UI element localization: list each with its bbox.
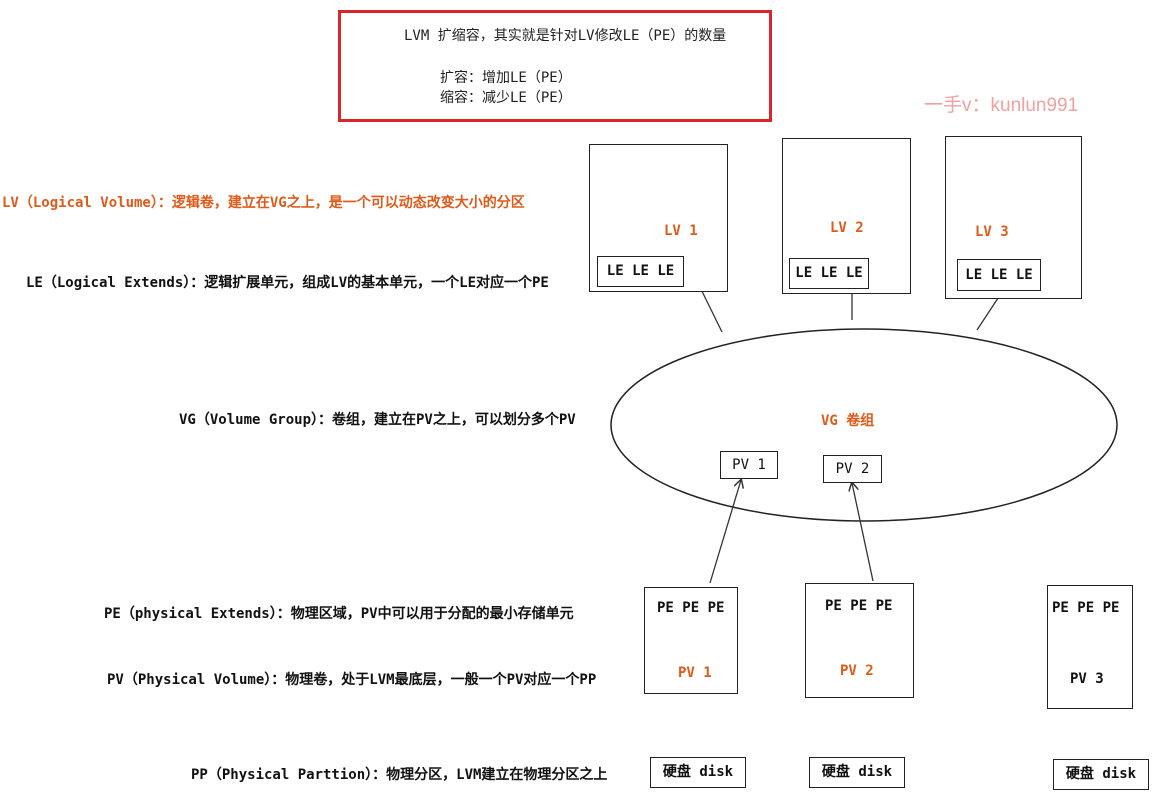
vg-pv2-box: PV 2 <box>823 455 882 483</box>
arrow-pv1-to-vg <box>709 480 741 584</box>
note-title: LVM 扩缩容，其实就是针对LV修改LE（PE）的数量 <box>404 28 727 44</box>
definition-pv: PV（Physical Volume）：物理卷，处于LVM最底层，一般一个PV对… <box>107 672 597 688</box>
disk-1: 硬盘 disk <box>650 757 746 788</box>
lv3-label: LV 3 <box>975 224 1009 240</box>
pv2-box <box>805 583 914 698</box>
summary-note-box <box>338 10 772 122</box>
watermark: 一手v：kunlun991 <box>924 95 1079 116</box>
pv3-box <box>1047 585 1133 709</box>
definition-le: LE（Logical Extends）：逻辑扩展单元，组成LV的基本单元，一个L… <box>26 275 549 291</box>
vg-pv1-box: PV 1 <box>720 451 778 479</box>
pv1-label: PV 1 <box>678 665 712 681</box>
pv2-pe-group: PE PE PE <box>825 598 893 614</box>
lv3-le-group: LE LE LE <box>957 259 1041 291</box>
lv1-le-group: LE LE LE <box>597 256 684 287</box>
definition-pe: PE（physical Extends）：物理区域，PV中可以用于分配的最小存储… <box>104 606 574 622</box>
disk-3: 硬盘 disk <box>1053 759 1149 790</box>
pv1-box <box>644 587 738 694</box>
vg-label: VG 卷组 <box>821 413 875 429</box>
lv2-label: LV 2 <box>830 220 864 236</box>
vg-ellipse <box>610 328 1118 522</box>
note-expand: 扩容：增加LE（PE） <box>440 70 572 86</box>
definition-pp: PP（Physical Parttion）：物理分区，LVM建立在物理分区之上 <box>191 767 608 783</box>
pv3-pe-group: PE PE PE <box>1052 600 1120 616</box>
note-shrink: 缩容：减少LE（PE） <box>440 90 572 106</box>
lv2-le-group: LE LE LE <box>789 258 869 289</box>
arrow-pv2-to-vg <box>852 483 874 582</box>
disk-2: 硬盘 disk <box>809 757 905 788</box>
lv1-label: LV 1 <box>664 223 698 239</box>
definition-vg: VG（Volume Group）：卷组，建立在PV之上，可以划分多个PV <box>179 412 576 428</box>
pv2-label: PV 2 <box>840 663 874 679</box>
definition-lv: LV（Logical Volume）：逻辑卷，建立在VG之上，是一个可以动态改变… <box>2 195 525 211</box>
pv1-pe-group: PE PE PE <box>657 600 725 616</box>
pv3-label: PV 3 <box>1070 671 1104 687</box>
